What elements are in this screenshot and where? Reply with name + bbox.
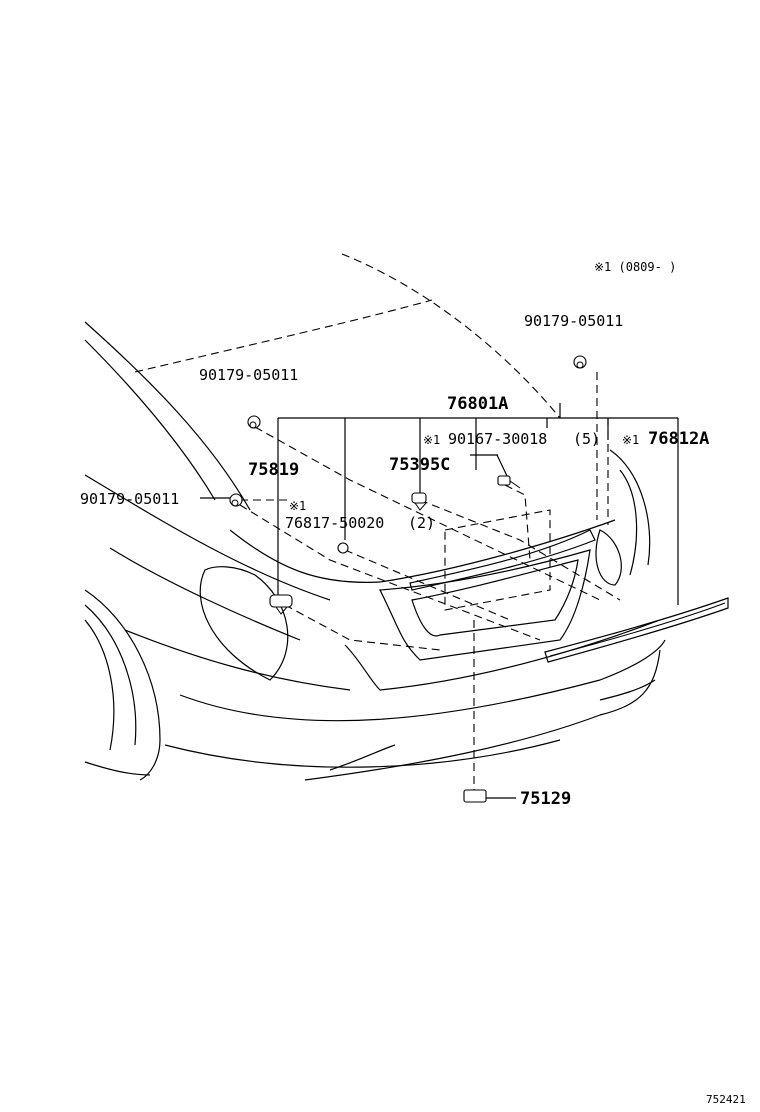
label-emblem: 75819 (248, 460, 299, 480)
label-nut-mark: ※1 (289, 499, 306, 513)
plate-part (463, 789, 487, 803)
clip-left-upper-part (247, 415, 261, 429)
leader-lines (200, 403, 679, 799)
label-spoiler: 76812A (648, 429, 709, 449)
clip-left-lower-part (229, 493, 243, 507)
clip-top-right-part (573, 355, 587, 369)
label-screw-qty: (5) (573, 430, 600, 448)
label-plate: 75129 (520, 789, 571, 809)
assembly-lines (239, 372, 621, 790)
figure-id: 752421 (706, 1093, 746, 1106)
label-clip-left-lower: 90179-05011 (80, 490, 179, 508)
label-nut-qty: (2) (408, 514, 435, 532)
label-clip-left-upper: 90179-05011 (199, 366, 298, 384)
applicability-note: ※1 (0809- ) (594, 260, 676, 274)
label-clip-top-right: 90179-05011 (524, 312, 623, 330)
label-screw-mark: ※1 (423, 433, 440, 447)
label-emblem-c: 75395C (389, 455, 450, 475)
screw-part (497, 475, 521, 489)
nut-part (337, 542, 349, 554)
label-garnish: 76801A (447, 394, 508, 414)
label-spoiler-mark: ※1 (622, 433, 639, 447)
rear-spoiler-part (544, 597, 729, 663)
clip-75395c-part (411, 492, 427, 511)
emblem-clip-part (269, 594, 293, 615)
label-screw: 90167-30018 (448, 430, 547, 448)
label-nut: 76817-50020 (285, 514, 384, 532)
